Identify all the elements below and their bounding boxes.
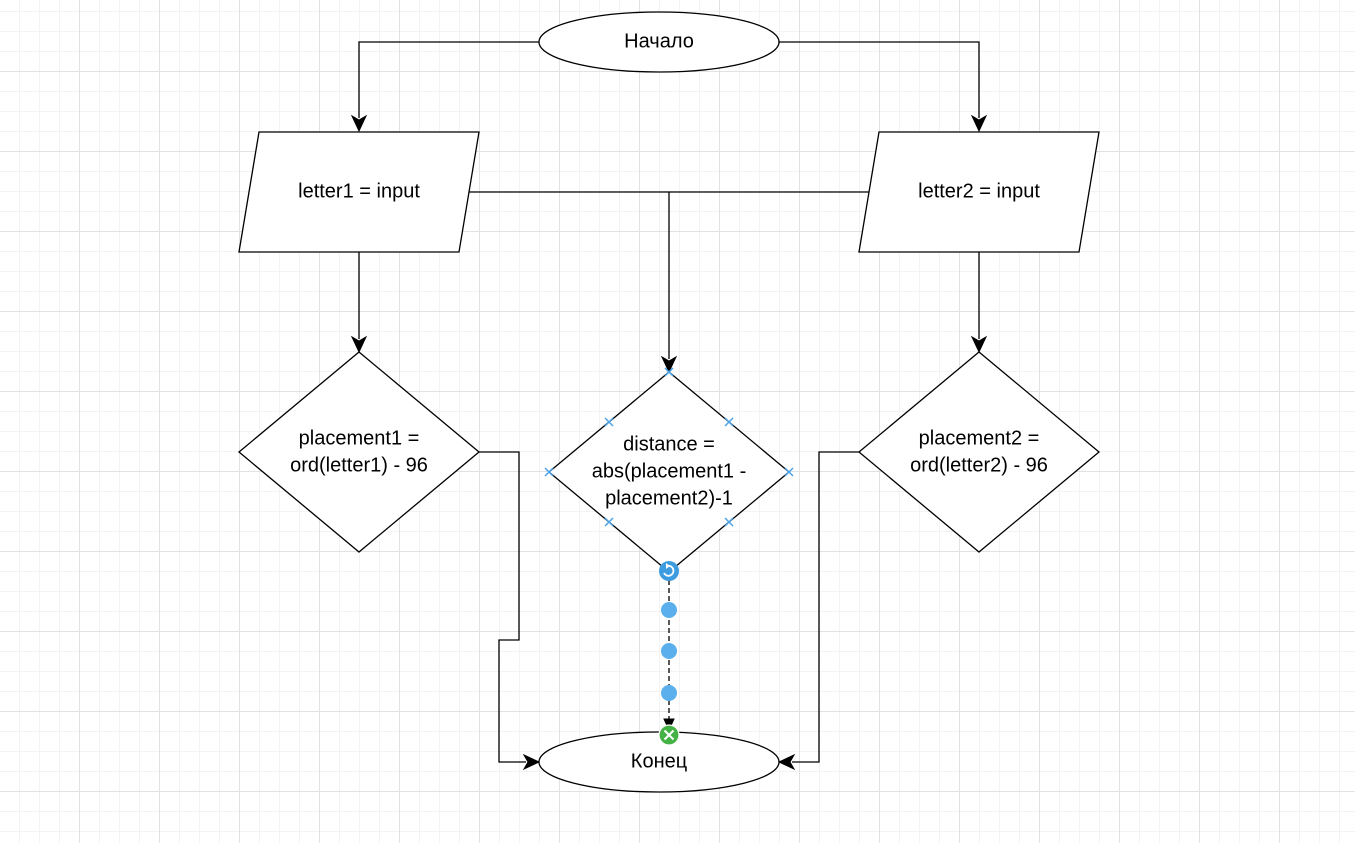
arrowhead-end-right: [777, 753, 796, 771]
connection-point[interactable]: [604, 517, 614, 527]
calc2-label-line1: placement2 =: [919, 427, 1040, 449]
calc1-diamond[interactable]: [237, 351, 481, 553]
edge-waypoint-handle[interactable]: [661, 685, 677, 701]
start-terminator[interactable]: [538, 11, 780, 73]
edge-start-to-input2[interactable]: [779, 41, 980, 118]
node-start[interactable]: Начало: [538, 11, 780, 73]
input2-parallelogram[interactable]: [858, 131, 1100, 253]
arrowhead-calc-mid: [660, 355, 678, 374]
edge-calc1-to-end[interactable]: [479, 451, 526, 763]
calc2-diamond[interactable]: [857, 351, 1101, 553]
edge-calc2-to-end[interactable]: [792, 451, 859, 763]
edge-input1-to-calc-mid[interactable]: [459, 191, 670, 359]
arrowhead-calc1: [350, 335, 368, 354]
node-input1[interactable]: letter1 = input: [238, 131, 480, 253]
selection-connection-points: [544, 367, 794, 527]
node-end[interactable]: Конец: [538, 731, 780, 793]
calc1-label-line1: placement1 =: [299, 427, 420, 449]
connection-point[interactable]: [784, 467, 794, 477]
arrowhead-input1: [350, 114, 368, 133]
connection-point[interactable]: [544, 467, 554, 477]
input2-label: letter2 = input: [918, 180, 1040, 202]
node-calc-mid[interactable]: distance = abs(placement1 - placement2)-…: [547, 371, 791, 573]
node-calc2[interactable]: placement2 = ord(letter2) - 96: [857, 351, 1101, 553]
input1-parallelogram[interactable]: [238, 131, 480, 253]
node-calc1[interactable]: placement1 = ord(letter1) - 96: [237, 351, 481, 553]
edge-start-to-input1[interactable]: [358, 41, 539, 118]
connection-point[interactable]: [664, 367, 674, 377]
calc-mid-label-line3: placement2)-1: [605, 487, 733, 509]
calc-mid-label-line1: distance =: [623, 433, 715, 455]
connection-point[interactable]: [604, 417, 614, 427]
calc2-label-line2: ord(letter2) - 96: [910, 454, 1048, 476]
edge-waypoint-handle[interactable]: [661, 643, 677, 659]
connection-point[interactable]: [724, 417, 734, 427]
arrowhead-end-left: [522, 753, 541, 771]
input1-label: letter1 = input: [298, 180, 420, 202]
node-input2[interactable]: letter2 = input: [858, 131, 1100, 253]
calc-mid-label-line2: abs(placement1 -: [592, 460, 747, 482]
arrowhead-input2: [970, 114, 988, 133]
connect-target-icon[interactable]: [658, 724, 680, 746]
end-label: Конец: [631, 750, 687, 772]
connection-point[interactable]: [724, 517, 734, 527]
calc1-label-line2: ord(letter1) - 96: [290, 454, 428, 476]
edge-waypoint-handle[interactable]: [661, 602, 677, 618]
arrowhead-calc2: [970, 335, 988, 354]
rotate-handle-icon[interactable]: [659, 561, 679, 581]
start-label: Начало: [624, 30, 694, 52]
